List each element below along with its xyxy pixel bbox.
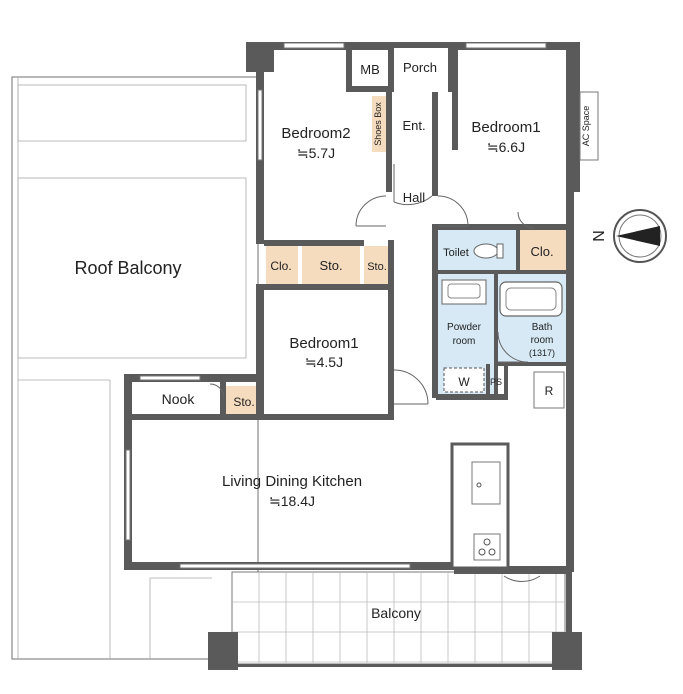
- compass-label: N: [591, 230, 608, 242]
- shoes-box-label: Shoes Box: [373, 102, 383, 146]
- ac-space-label: AC Space: [581, 106, 591, 147]
- storage-2-label: Sto.: [367, 261, 387, 273]
- bedroom2-area: ≒5.7J: [297, 145, 335, 161]
- bathroom-size: (1317): [529, 348, 555, 358]
- mb-label: MB: [360, 62, 380, 77]
- bathroom-line2: room: [531, 335, 554, 346]
- doors: [209, 164, 541, 582]
- ldk-name: Living Dining Kitchen: [222, 473, 362, 490]
- ldk-area: ≒18.4J: [269, 493, 315, 509]
- labels: MB Porch Shoes Box Ent. Hall AC Space Be…: [162, 60, 591, 509]
- entrance-label: Ent.: [402, 118, 425, 133]
- closet-left-area: [266, 246, 298, 284]
- sink-fixture: [441, 279, 487, 305]
- storage-nook-label: Sto.: [233, 395, 254, 409]
- nook-label: Nook: [162, 391, 196, 407]
- bedroom2-name: Bedroom2: [281, 125, 350, 142]
- storage-1-label: Sto.: [319, 258, 342, 273]
- powder-room-line2: room: [453, 336, 476, 347]
- balcony-label: Balcony: [371, 605, 421, 621]
- compass: N: [591, 209, 667, 263]
- bathroom-line1: Bath: [532, 322, 553, 333]
- bedroom1-mid-area: ≒4.5J: [305, 354, 343, 370]
- powder-room-line1: Powder: [447, 322, 482, 333]
- ps-label: PS: [490, 377, 502, 387]
- closet-right-area: [518, 230, 566, 272]
- closet-right-label: Clo.: [530, 244, 553, 259]
- bedroom1-top-name: Bedroom1: [471, 119, 540, 136]
- roof-balcony-label: Roof Balcony: [74, 258, 181, 278]
- toilet-label: Toilet: [443, 247, 469, 259]
- toilet-fixture: [473, 243, 504, 259]
- bathtub-fixture: [499, 281, 563, 317]
- hall-label: Hall: [403, 190, 426, 205]
- storage-2-area: [364, 246, 392, 284]
- roof-balcony: Roof Balcony: [11, 76, 259, 660]
- ac-space: [579, 91, 599, 161]
- balcony: Balcony: [208, 571, 582, 670]
- bedroom1-top-area: ≒6.6J: [487, 139, 525, 155]
- bedroom1-mid-name: Bedroom1: [289, 335, 358, 352]
- shoes-box-area: [372, 96, 390, 152]
- washer-label: W: [458, 375, 470, 389]
- closet-left-label: Clo.: [270, 259, 291, 273]
- storage-1-area: [302, 246, 360, 284]
- north-arrow-icon: [616, 226, 660, 246]
- washer-space: [443, 367, 485, 393]
- porch-label: Porch: [403, 60, 437, 75]
- windows: [125, 42, 547, 569]
- refrigerator-label: R: [545, 384, 554, 398]
